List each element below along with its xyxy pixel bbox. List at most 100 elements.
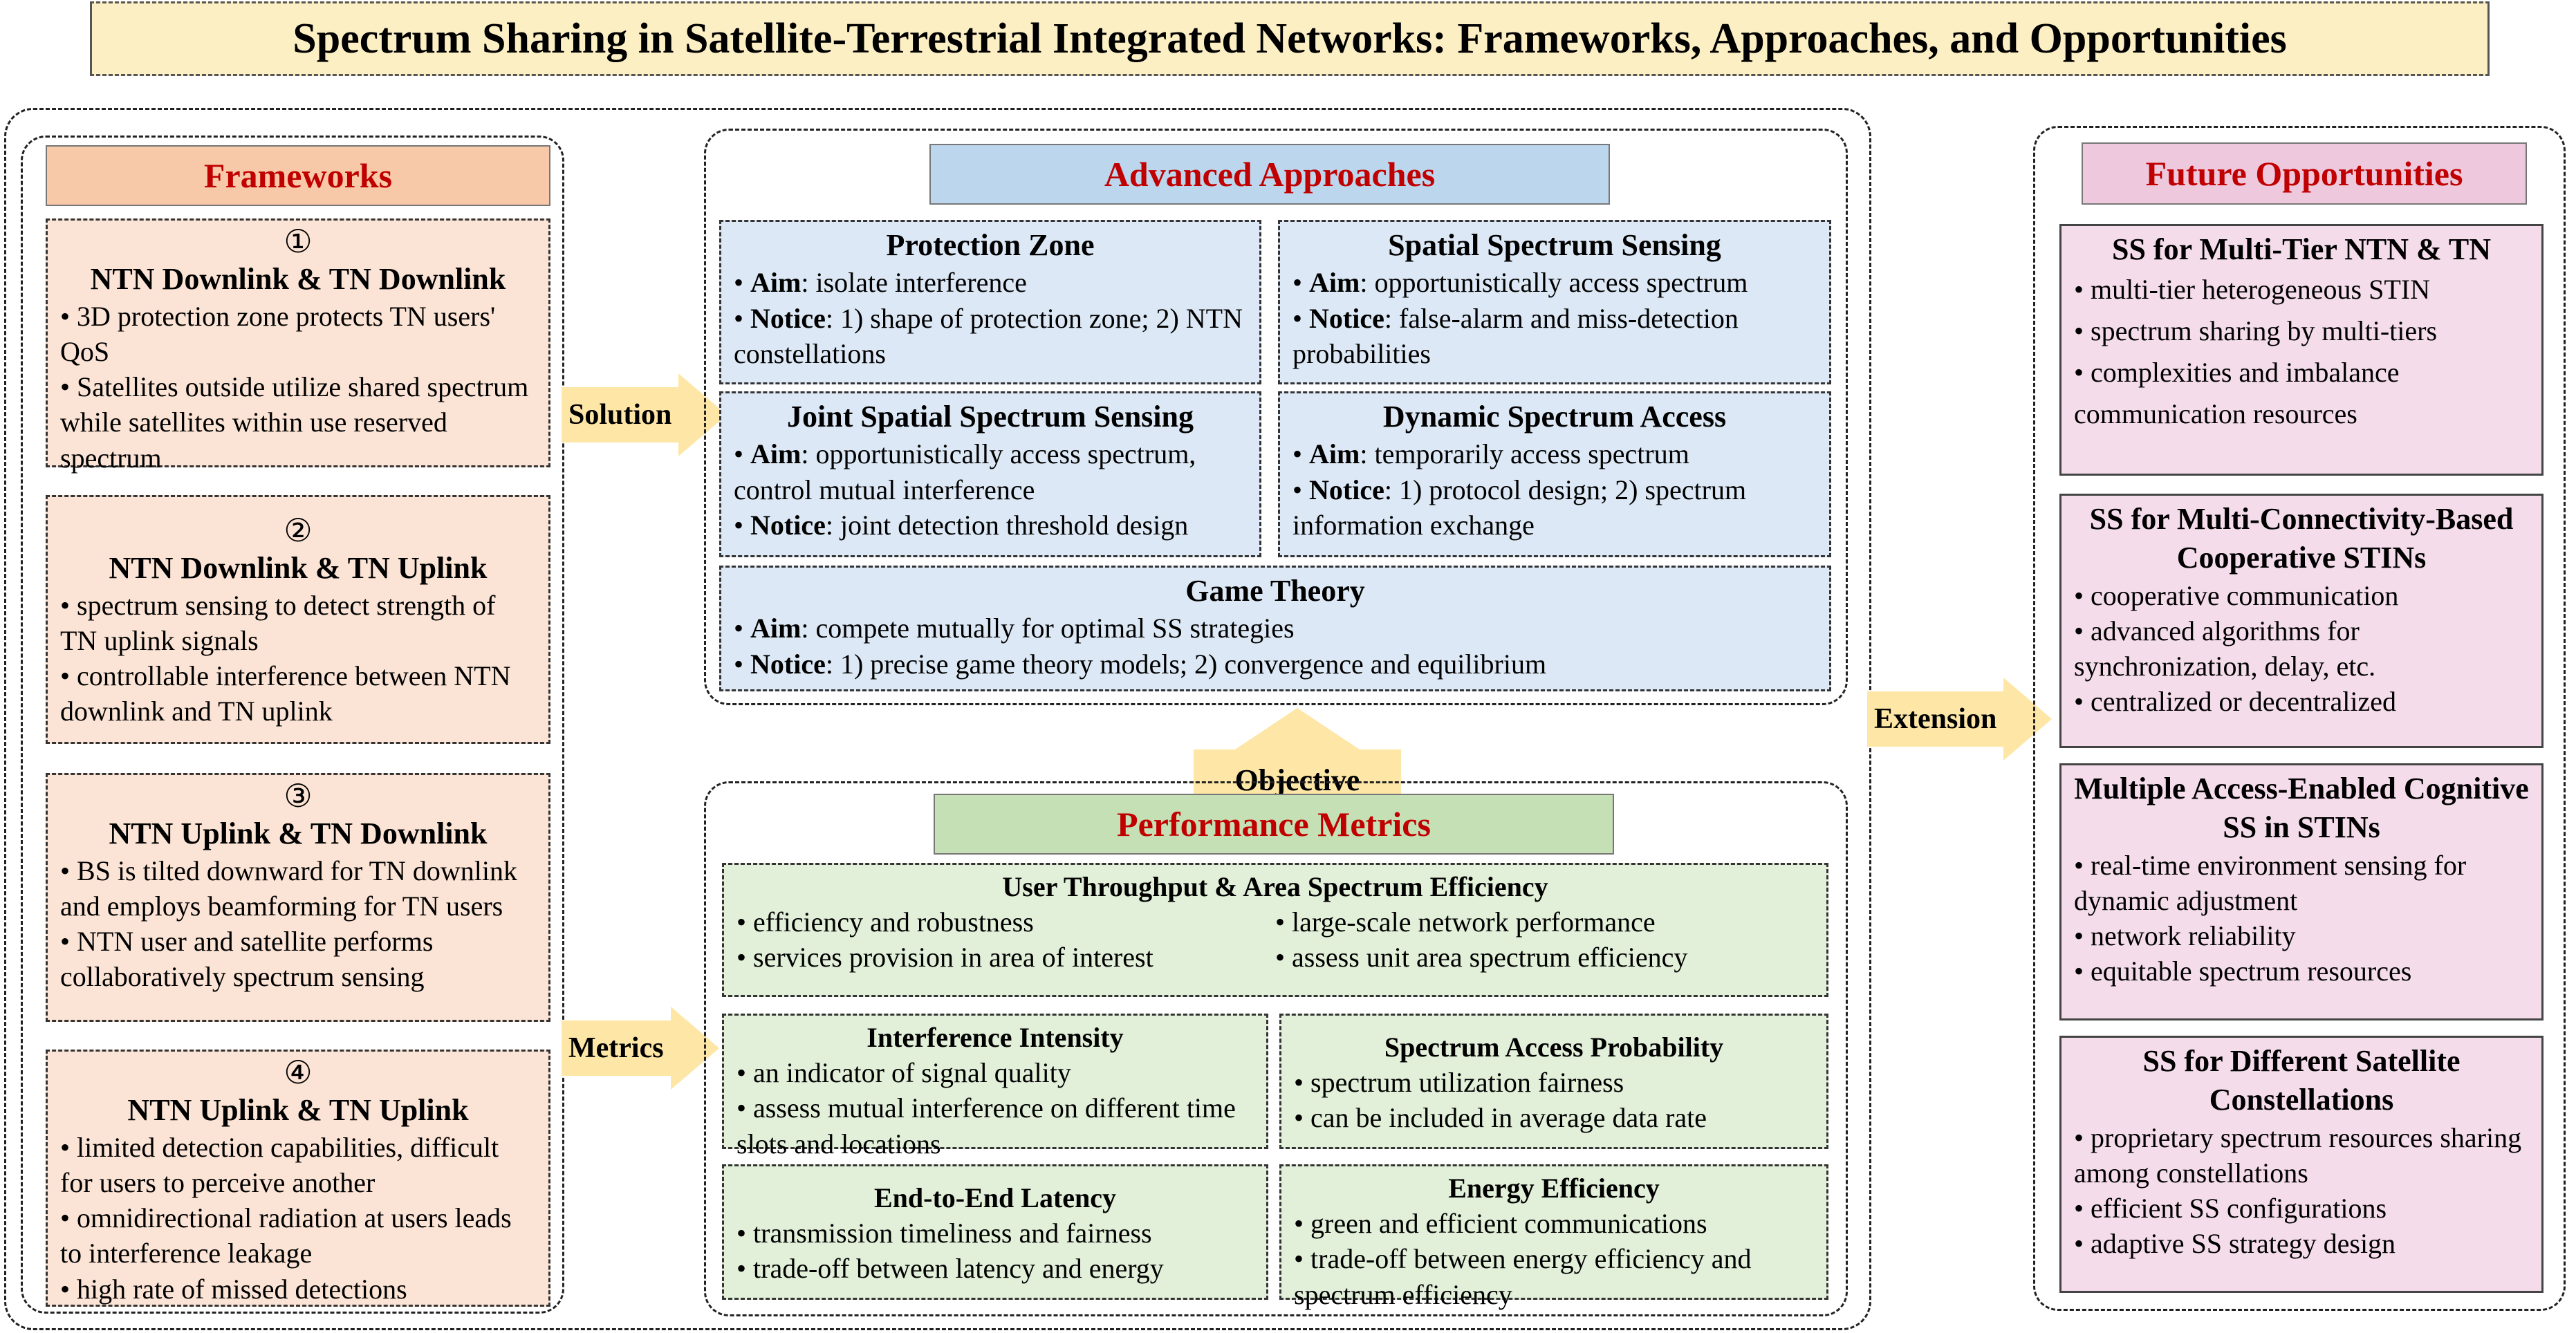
framework-number: ③ bbox=[284, 779, 313, 814]
metric-bullet: an indicator of signal quality bbox=[736, 1055, 1254, 1090]
opportunity-bullet: adaptive SS strategy design bbox=[2074, 1226, 2529, 1261]
solution-arrow-label: Solution bbox=[562, 387, 679, 442]
framework-card-1: ① NTN Downlink & TN Downlink 3D protecti… bbox=[46, 218, 550, 474]
framework-number: ① bbox=[284, 224, 313, 259]
approach-notice: • Notice: 1) protocol design; 2) spectru… bbox=[1292, 474, 1747, 541]
framework-title: NTN Uplink & TN Downlink bbox=[109, 816, 488, 850]
opportunity-title: SS for Multi-Connectivity-Based Cooperat… bbox=[2089, 502, 2514, 575]
metric-card-interference-intensity: Interference Intensity an indicator of s… bbox=[722, 1014, 1268, 1159]
framework-bullet: 3D protection zone protects TN users' Qo… bbox=[60, 299, 536, 369]
opportunity-bullet: real-time environment sensing for dynami… bbox=[2074, 848, 2529, 918]
approach-title: Protection Zone bbox=[886, 228, 1095, 262]
approach-aim: • Aim: opportunistically access spectrum bbox=[1292, 267, 1748, 299]
approach-card-protection-zone: Protection Zone • Aim: isolate interfere… bbox=[719, 220, 1261, 384]
framework-card-3: ③ NTN Uplink & TN Downlink BS is tilted … bbox=[46, 773, 550, 1022]
approach-notice: • Notice: 1) precise game theory models;… bbox=[734, 648, 1547, 680]
framework-bullet: Satellites outside utilize shared spectr… bbox=[60, 369, 536, 476]
metric-bullet: trade-off between energy efficiency and … bbox=[1294, 1241, 1814, 1312]
opportunity-bullet: equitable spectrum resources bbox=[2074, 953, 2529, 989]
approaches-heading: Advanced Approaches bbox=[929, 144, 1610, 205]
approach-aim: • Aim: temporarily access spectrum bbox=[1292, 438, 1689, 470]
metrics-arrow: Metrics bbox=[562, 1007, 719, 1090]
opportunity-bullet: network reliability bbox=[2074, 918, 2529, 953]
opportunity-title: Multiple Access-Enabled Cognitive SS in … bbox=[2074, 772, 2529, 845]
metric-card-throughput: User Throughput & Area Spectrum Efficien… bbox=[722, 863, 1828, 997]
metric-bullet: assess mutual interference on different … bbox=[736, 1090, 1254, 1161]
framework-bullet: high rate of missed detections bbox=[60, 1271, 536, 1307]
framework-bullet: BS is tilted downward for TN downlink an… bbox=[60, 853, 536, 924]
metrics-heading: Performance Metrics bbox=[934, 794, 1614, 855]
framework-title: NTN Downlink & TN Downlink bbox=[90, 261, 506, 296]
framework-title: NTN Downlink & TN Uplink bbox=[109, 550, 488, 585]
opportunity-bullet: centralized or decentralized bbox=[2074, 684, 2529, 719]
framework-bullet: controllable interference between NTN do… bbox=[60, 658, 536, 729]
opportunity-bullet: multi-tier heterogeneous STIN bbox=[2074, 269, 2529, 310]
approaches-group bbox=[704, 129, 1848, 705]
framework-title: NTN Uplink & TN Uplink bbox=[127, 1092, 469, 1127]
arrow-tip-icon bbox=[670, 1007, 719, 1090]
framework-bullet: omnidirectional radiation at users leads… bbox=[60, 1200, 536, 1271]
approach-notice: • Notice: joint detection threshold desi… bbox=[734, 509, 1189, 541]
metric-bullet: transmission timeliness and fairness bbox=[736, 1215, 1254, 1251]
frameworks-group bbox=[21, 136, 564, 1314]
approach-card-game-theory: Game Theory • Aim: compete mutually for … bbox=[719, 566, 1831, 691]
opportunity-card-multi-connectivity: SS for Multi-Connectivity-Based Cooperat… bbox=[2059, 494, 2543, 748]
arrow-tip-icon bbox=[678, 373, 728, 456]
opportunity-title: SS for Multi-Tier NTN & TN bbox=[2111, 232, 2491, 266]
metric-title: End-to-End Latency bbox=[873, 1182, 1117, 1213]
frameworks-heading: Frameworks bbox=[46, 145, 550, 206]
framework-card-4: ④ NTN Uplink & TN Uplink limited detecti… bbox=[46, 1050, 550, 1307]
metric-bullet: trade-off between latency and energy bbox=[736, 1251, 1254, 1286]
opportunity-bullet: complexities and imbalance communication… bbox=[2074, 352, 2529, 435]
opportunity-bullet: efficient SS configurations bbox=[2074, 1191, 2529, 1226]
framework-bullet: NTN user and satellite performs collabor… bbox=[60, 924, 536, 994]
solution-arrow: Solution bbox=[562, 373, 728, 456]
metric-title: Spectrum Access Probability bbox=[1384, 1032, 1724, 1063]
metric-card-spectrum-access-probability: Spectrum Access Probability spectrum uti… bbox=[1279, 1014, 1828, 1149]
approach-title: Dynamic Spectrum Access bbox=[1382, 400, 1727, 434]
extension-arrow-label: Extension bbox=[1867, 691, 2004, 747]
metric-bullet: green and efficient communications bbox=[1294, 1206, 1814, 1241]
approach-aim: • Aim: opportunistically access spectrum… bbox=[734, 438, 1196, 505]
metric-bullet: spectrum utilization fairness bbox=[1294, 1065, 1814, 1100]
metric-card-end-to-end-latency: End-to-End Latency transmission timeline… bbox=[722, 1164, 1268, 1300]
approach-card-joint-spatial-spectrum-sensing: Joint Spatial Spectrum Sensing • Aim: op… bbox=[719, 391, 1261, 557]
approach-title: Joint Spatial Spectrum Sensing bbox=[787, 400, 1194, 434]
metrics-arrow-label: Metrics bbox=[562, 1020, 671, 1076]
metric-title: User Throughput & Area Spectrum Efficien… bbox=[1002, 871, 1548, 902]
approach-card-dynamic-spectrum-access: Dynamic Spectrum Access • Aim: temporari… bbox=[1278, 391, 1831, 557]
metrics-group bbox=[704, 781, 1848, 1316]
objective-arrow-tip-icon bbox=[1235, 708, 1360, 749]
framework-card-2: ② NTN Downlink & TN Uplink spectrum sens… bbox=[46, 495, 550, 744]
metric-bullet: large-scale network performance bbox=[1275, 904, 1814, 940]
opportunity-bullet: cooperative communication bbox=[2074, 578, 2529, 613]
metric-bullet: can be included in average data rate bbox=[1294, 1100, 1814, 1135]
framework-bullet: spectrum sensing to detect strength of T… bbox=[60, 588, 536, 658]
arrow-tip-icon bbox=[2003, 678, 2053, 761]
page-title: Spectrum Sharing in Satellite-Terrestria… bbox=[90, 1, 2490, 76]
opportunities-heading: Future Opportunities bbox=[2082, 142, 2527, 205]
extension-arrow: Extension bbox=[1867, 678, 2053, 761]
metric-title: Energy Efficiency bbox=[1448, 1173, 1660, 1204]
opportunity-card-satellite-constellations: SS for Different Satellite Constellation… bbox=[2059, 1036, 2543, 1293]
approach-notice: • Notice: 1) shape of protection zone; 2… bbox=[734, 302, 1243, 369]
approach-notice: • Notice: false-alarm and miss-detection… bbox=[1292, 302, 1739, 369]
opportunity-bullet: advanced algorithms for synchronization,… bbox=[2074, 613, 2529, 684]
framework-bullet: limited detection capabilities, difficul… bbox=[60, 1130, 536, 1200]
framework-number: ④ bbox=[284, 1055, 313, 1090]
metric-bullet: assess unit area spectrum efficiency bbox=[1275, 940, 1814, 975]
approach-title: Spatial Spectrum Sensing bbox=[1388, 228, 1721, 262]
metric-bullet: services provision in area of interest bbox=[736, 940, 1275, 975]
opportunity-card-multi-tier: SS for Multi-Tier NTN & TN multi-tier he… bbox=[2059, 224, 2543, 476]
approach-card-spatial-spectrum-sensing: Spatial Spectrum Sensing • Aim: opportun… bbox=[1278, 220, 1831, 384]
approach-aim: • Aim: isolate interference bbox=[734, 267, 1027, 299]
opportunity-card-cognitive-ss: Multiple Access-Enabled Cognitive SS in … bbox=[2059, 763, 2543, 1020]
metric-card-energy-efficiency: Energy Efficiency green and efficient co… bbox=[1279, 1164, 1828, 1310]
opportunity-bullet: proprietary spectrum resources sharing a… bbox=[2074, 1120, 2529, 1191]
metric-bullet: efficiency and robustness bbox=[736, 904, 1275, 940]
framework-number: ② bbox=[284, 513, 313, 548]
approach-aim: • Aim: compete mutually for optimal SS s… bbox=[734, 613, 1295, 644]
approach-title: Game Theory bbox=[1185, 574, 1365, 608]
metric-title: Interference Intensity bbox=[867, 1022, 1124, 1053]
opportunity-bullet: spectrum sharing by multi-tiers bbox=[2074, 310, 2529, 352]
